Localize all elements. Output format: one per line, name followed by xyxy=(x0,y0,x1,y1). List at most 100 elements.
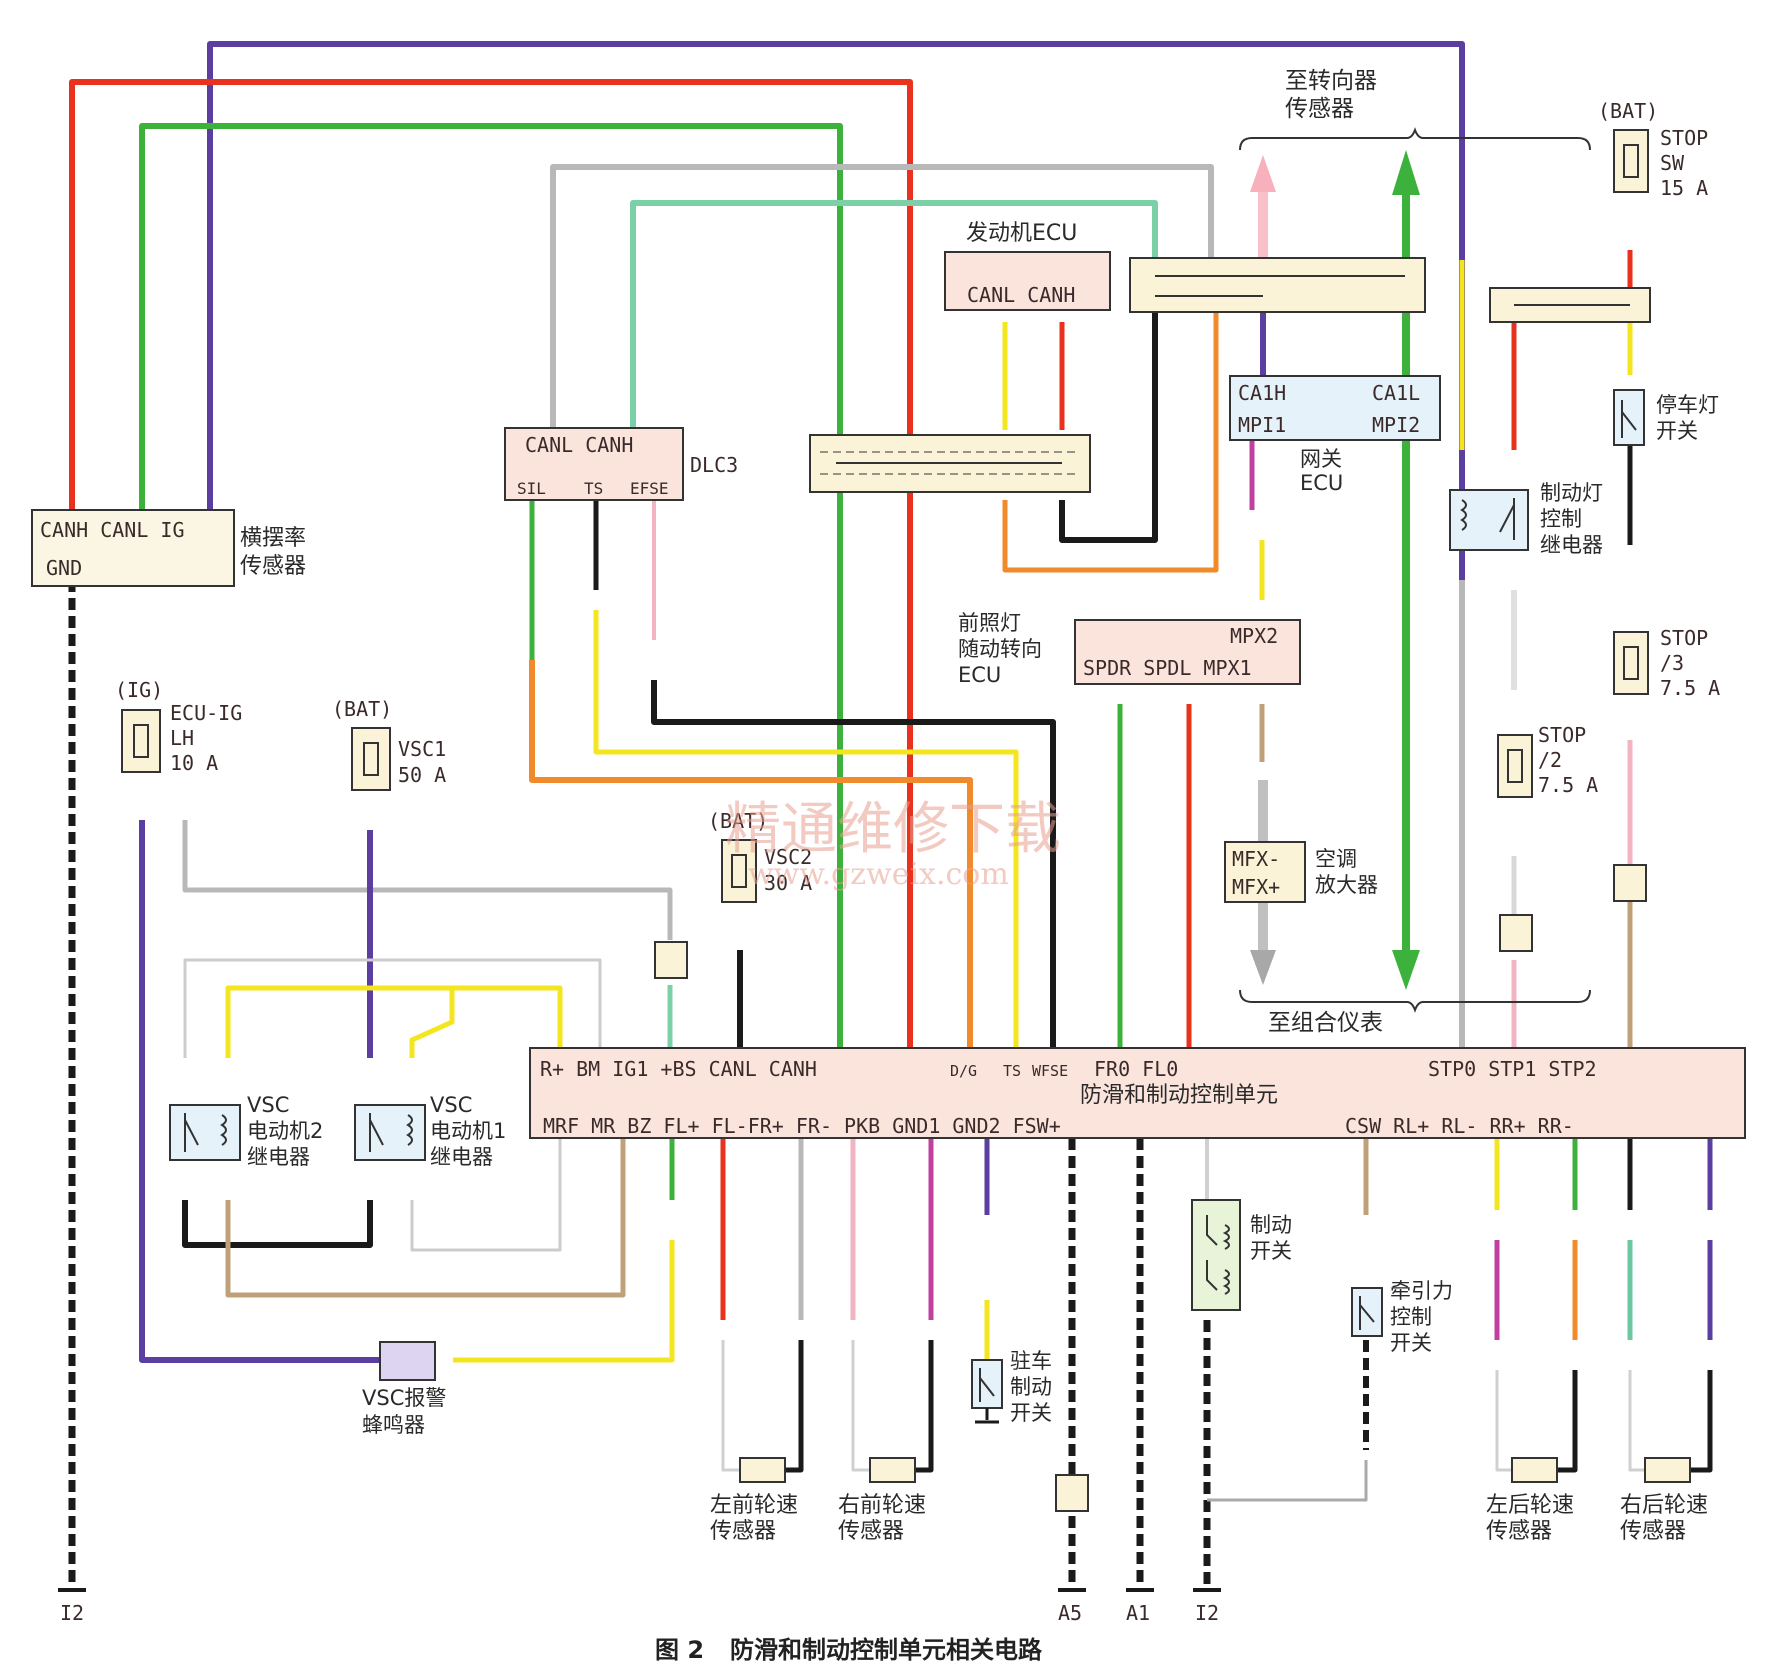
stop3-l2: /3 xyxy=(1660,651,1684,675)
wire-gray-lk xyxy=(182,820,673,940)
main-bottom2: CSW RL+ RL- RR+ RR- xyxy=(1345,1114,1574,1138)
stop-sw-l1: STOP xyxy=(1660,126,1708,150)
brake-relay-l3: 继电器 xyxy=(1540,533,1603,557)
relay1-l1: VSC xyxy=(430,1093,472,1117)
dlc3-name: DLC3 xyxy=(690,453,738,477)
wire-rr-s2 xyxy=(1690,1370,1713,1473)
ecuig-l2: LH xyxy=(170,726,194,750)
engine-ecu: 发动机ECU CANL CANH xyxy=(944,221,1111,311)
dlc3: CANL CANH SIL TS EFSE DLC3 xyxy=(504,427,738,501)
fuse-vsc1 xyxy=(351,727,391,791)
fuse-vsc2 xyxy=(721,839,757,903)
fuse-inner xyxy=(133,144,1639,888)
ecuig-l3: 10 A xyxy=(170,751,218,775)
wire-purple-top xyxy=(207,41,1465,1060)
vsc2-l1: VSC2 xyxy=(764,845,812,869)
relay1-l2: 电动机1 xyxy=(430,1119,506,1143)
wire-rl-s2 xyxy=(1555,1370,1578,1473)
watermark: 精通维修下载 www.gzweix.com xyxy=(725,797,1061,892)
watermark-cn: 精通维修下载 xyxy=(725,797,1061,862)
lf-l2: 传感器 xyxy=(710,1519,776,1544)
hl-name3: ECU xyxy=(958,663,1001,687)
relay2-l1: VSC xyxy=(247,1093,289,1117)
relay1-l3: 继电器 xyxy=(430,1145,493,1169)
park-l2: 制动 xyxy=(1010,1375,1052,1399)
wire-black-j xyxy=(1059,310,1158,543)
ecuig-l1: ECU-IG xyxy=(170,701,242,725)
wire-gray-mr2 xyxy=(410,1138,562,1252)
yaw-name: 横摆率 xyxy=(240,526,306,551)
gw-ca1l: CA1L xyxy=(1372,381,1420,405)
caption-title: 防滑和制动控制单元相关电路 xyxy=(730,1636,1043,1664)
steering-junction xyxy=(1129,257,1426,313)
figure-caption: 图 2 防滑和制动控制单元相关电路 xyxy=(655,1636,1043,1664)
wire-yellow-relay2 xyxy=(409,990,455,1058)
ac-name2: 放大器 xyxy=(1315,873,1378,897)
yaw-gnd-label: GND xyxy=(46,556,82,580)
vsc-buzzer: VSC报警 蜂鸣器 xyxy=(362,1341,446,1437)
ac-amplifier: MFX- MFX+ 空调 放大器 xyxy=(1224,841,1378,903)
gnd-a1: A1 xyxy=(1126,1601,1150,1625)
wire-yellow-bz xyxy=(453,1240,675,1363)
fuse-stop-sw xyxy=(1613,129,1649,193)
main-name: 防滑和制动控制单元 xyxy=(1080,1083,1278,1108)
engine-pins: CANL CANH xyxy=(967,283,1075,307)
engine-ecu-name: 发动机ECU xyxy=(966,221,1077,246)
wire-black-relay xyxy=(182,1200,373,1248)
ac-name1: 空调 xyxy=(1315,847,1357,871)
fuse-ecuig xyxy=(121,709,161,773)
stop2-l3: 7.5 A xyxy=(1538,773,1598,797)
wire-rr-s1 xyxy=(1628,1370,1650,1472)
lr-l1: 左后轮速 xyxy=(1486,1493,1574,1518)
wire-teal-dlc xyxy=(630,200,1158,428)
wire-gray-ra xyxy=(1207,1460,1368,1502)
headlight-ecu: MPX2 SPDR SPDL MPX1 前照灯 随动转向 ECU xyxy=(958,611,1301,687)
ground-labels: I2 A5 A1 I2 xyxy=(60,1601,1219,1625)
main-bottom-pins: MRF MR BZ FL+ FL-FR+ FR- PKB GND1 GND2 F… xyxy=(543,1114,1061,1138)
rr-l1: 右后轮速 xyxy=(1620,1493,1708,1518)
main-dg: D/G xyxy=(950,1062,977,1080)
vsc-motor1-relay: VSC 电动机1 继电器 xyxy=(354,1093,506,1169)
relay2-l2: 电动机2 xyxy=(247,1119,323,1143)
hl-pins: SPDR SPDL MPX1 xyxy=(1083,656,1252,680)
gw-mpi1: MPI1 xyxy=(1238,413,1286,437)
brake-sw-l2: 开关 xyxy=(1250,1239,1292,1263)
brake-sw-l1: 制动 xyxy=(1250,1213,1292,1237)
ac-pin1: MFX- xyxy=(1232,847,1280,871)
ac-pin2: MFX+ xyxy=(1232,875,1280,899)
bat-label-1: (BAT) xyxy=(1598,99,1658,123)
traction-l3: 开关 xyxy=(1390,1331,1432,1355)
stop2-l2: /2 xyxy=(1538,748,1562,772)
fuse-stop3 xyxy=(1613,631,1649,695)
park-l3: 开关 xyxy=(1010,1401,1052,1425)
gw-ca1h: CA1H xyxy=(1238,381,1286,405)
hl-mpx2: MPX2 xyxy=(1230,624,1278,648)
watermark-url: www.gzweix.com xyxy=(748,857,1009,892)
wire-orange-j xyxy=(1002,310,1219,573)
misc-labels: 至转向器 传感器 至组合仪表 (BAT) STOP SW 15 A STOP /… xyxy=(115,68,1720,1036)
wire-black-efse xyxy=(651,680,1056,1048)
gateway-ecu: CA1H CA1L MPI1 MPI2 网关 ECU xyxy=(1229,375,1441,495)
steering-label-1: 至转向器 xyxy=(1285,68,1377,94)
stop-lamp-sw-l2: 开关 xyxy=(1656,419,1698,443)
gw-mpi2: MPI2 xyxy=(1372,413,1420,437)
main-top3: STP0 STP1 STP2 xyxy=(1428,1057,1597,1081)
brake-relay-l1: 制动灯 xyxy=(1540,481,1603,505)
brake-switch: 制动 开关 xyxy=(1191,1199,1292,1311)
yaw-pins-label: CANH CANL IG xyxy=(40,518,185,542)
wire-black-lf xyxy=(721,1340,745,1472)
gw-name2: ECU xyxy=(1300,471,1343,495)
cluster-label: 至组合仪表 xyxy=(1268,1010,1383,1036)
hl-name2: 随动转向 xyxy=(958,637,1042,661)
main-control-unit: R+ BM IG1 +BS CANL CANH D/G TS WFSE FR0 … xyxy=(529,1047,1746,1139)
wheel-sensor-labels: 左前轮速 传感器 右前轮速 传感器 左后轮速 传感器 右后轮速 传感器 xyxy=(710,1493,1708,1544)
caption-fig: 图 2 xyxy=(655,1636,704,1664)
junction-connector xyxy=(809,434,1091,493)
relay2-l3: 继电器 xyxy=(247,1145,310,1169)
stop-lamp-sw-l1: 停车灯 xyxy=(1656,393,1719,417)
brake-lamp-relay: 制动灯 控制 继电器 xyxy=(1449,481,1603,557)
stop3-l1: STOP xyxy=(1660,626,1708,650)
gnd-a5: A5 xyxy=(1058,1601,1082,1625)
wire-red-top xyxy=(69,79,913,1048)
fuses xyxy=(121,129,1649,903)
